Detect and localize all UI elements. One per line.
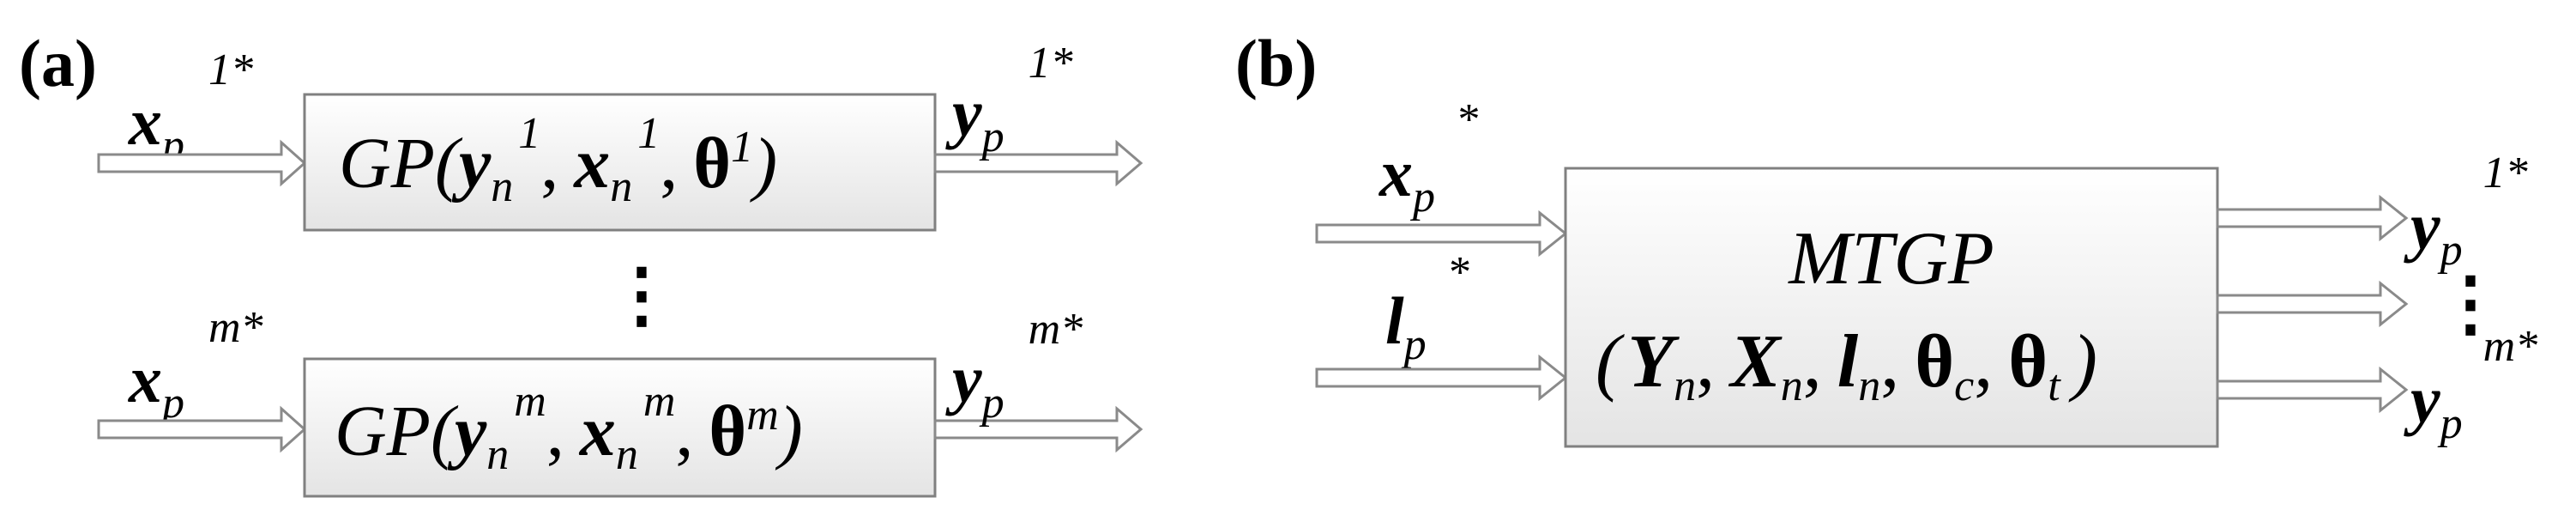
panel-a-top-gp-expression: GP(yn1,xn1,θ1) <box>339 109 777 211</box>
panel-b-input-l-label: lp* <box>1385 248 1469 369</box>
panel-a-top-gp-box <box>303 93 937 232</box>
panel-b-output-bottom-label: ypm* <box>2404 322 2537 448</box>
panel-a-bottom-input-label: xpm* <box>128 303 263 428</box>
panel-b-input-x-arrow <box>1315 209 1568 258</box>
panel-a-bottom-gp-box <box>303 357 937 498</box>
panel-a-label: (a) <box>19 26 97 100</box>
panel-b-output-middle-arrow <box>2216 280 2409 328</box>
panel-b-output-bottom-arrow <box>2216 366 2409 414</box>
panel-a-bottom-output-label: ypm* <box>945 305 1083 428</box>
panel-b-output-top-arrow <box>2216 194 2409 242</box>
panel-b-label: (b) <box>1235 26 1317 100</box>
panel-a-top-input-arrow <box>97 139 307 187</box>
panel-a-top-output-label: yp1* <box>945 39 1073 161</box>
panel-b-input-l-arrow <box>1315 354 1568 402</box>
panel-b-output-ellipsis: ⋮ <box>2434 264 2507 344</box>
panel-a-bottom-gp-expression: GP(ynm,xnm,θm) <box>335 377 803 479</box>
panel-b-input-x-label: xp* <box>1378 95 1478 222</box>
panel-b-mtgp-title: MTGP <box>1787 217 1994 300</box>
panel-b-output-top-label: yp1* <box>2404 149 2528 275</box>
panel-a-ellipsis: ⋮ <box>606 256 678 336</box>
panel-a-bottom-output-arrow <box>933 405 1143 453</box>
panel-a-top-output-arrow <box>933 139 1143 187</box>
panel-a-top-input-label: xp1* <box>128 46 253 170</box>
panel-b-mtgp-box <box>1564 167 2219 448</box>
panel-a-bottom-input-arrow <box>97 405 307 453</box>
panel-b-mtgp-params: (Yn,Xn,ln,θc,θt) <box>1596 320 2097 410</box>
